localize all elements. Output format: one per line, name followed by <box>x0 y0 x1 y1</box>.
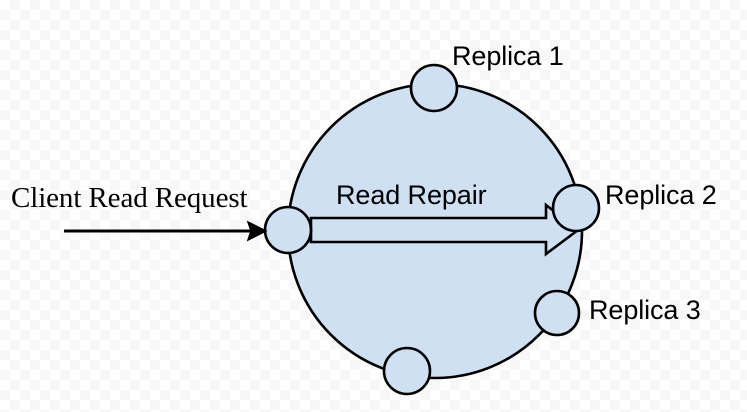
node-replica-1[interactable] <box>409 63 459 113</box>
label-replica-3: Replica 3 <box>589 295 701 325</box>
node-replica-3[interactable] <box>533 289 581 337</box>
label-read-repair: Read Repair <box>336 180 487 210</box>
label-replica-1: Replica 1 <box>452 41 564 71</box>
client-request-arrowhead-icon <box>246 220 268 242</box>
node-replica-2[interactable] <box>551 183 601 233</box>
label-client-read-request: Client Read Request <box>11 182 248 214</box>
read-repair-block-arrow <box>309 202 581 257</box>
label-replica-2: Replica 2 <box>605 180 717 210</box>
node-bottom[interactable] <box>382 346 432 396</box>
node-coordinator[interactable] <box>263 205 313 255</box>
